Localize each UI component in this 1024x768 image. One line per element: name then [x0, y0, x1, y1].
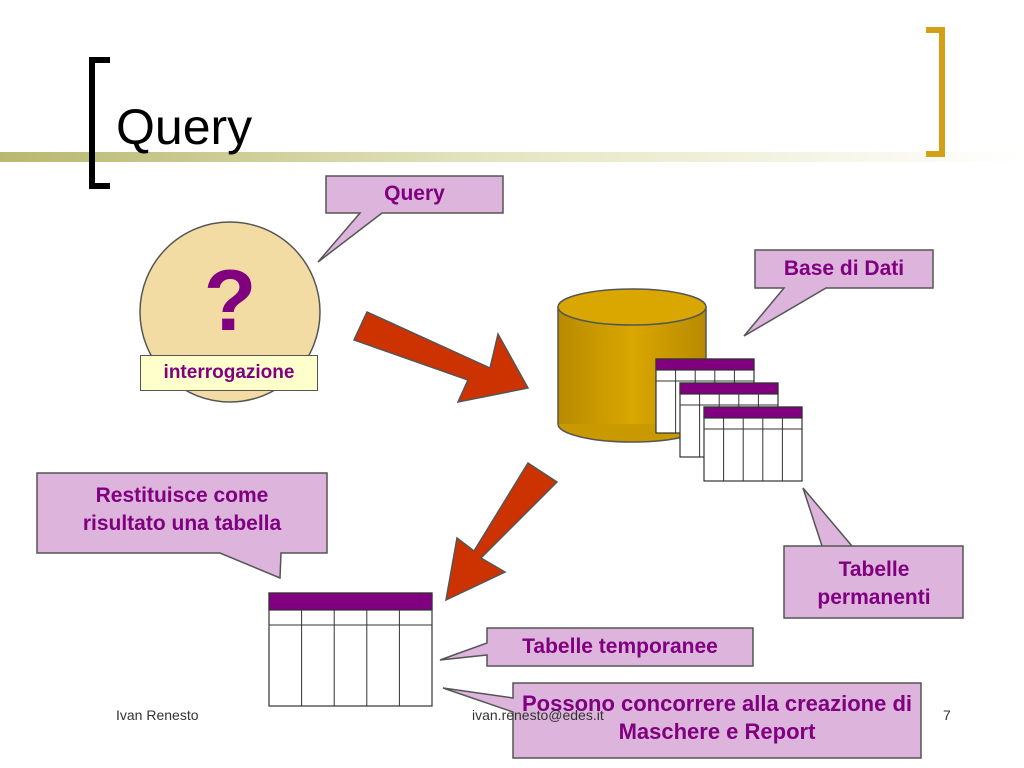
callout-forms-text: Possono concorrere alla creazione di Mas… — [521, 691, 913, 744]
footer-author: Ivan Renesto — [116, 707, 199, 723]
callout-permanent — [783, 487, 964, 619]
footer-email: ivan.renesto@edes.it — [472, 707, 604, 723]
footer-page-number: 7 — [943, 707, 951, 723]
callout-temporary-text: Tabelle temporanee — [522, 635, 718, 658]
callout-permanent-text: Tabelle permanenti — [817, 558, 931, 609]
slide-title: Query — [116, 99, 253, 155]
query-tag-label: interrogazione — [140, 355, 318, 391]
callout-query — [317, 175, 504, 263]
callout-query-text: Query — [384, 182, 445, 205]
arrow-to-database — [352, 311, 530, 404]
arrow-to-result — [445, 461, 559, 602]
title-underline-band — [0, 152, 1024, 162]
callout-forms — [442, 682, 922, 759]
callout-database — [743, 249, 934, 337]
callout-database-text: Base di Dati — [783, 257, 905, 280]
database-cylinder — [557, 288, 707, 443]
permanent-table-3 — [703, 406, 803, 482]
right-bracket — [926, 27, 945, 157]
callout-temporary — [439, 627, 754, 667]
result-table-grid — [268, 592, 433, 707]
permanent-tables-stack — [655, 358, 803, 482]
question-mark-icon: ? — [203, 253, 257, 349]
result-table — [268, 592, 433, 707]
left-bracket — [89, 57, 110, 189]
callout-result — [36, 472, 328, 580]
callout-result-text: Restituisce come risultato una tabella — [82, 484, 282, 535]
